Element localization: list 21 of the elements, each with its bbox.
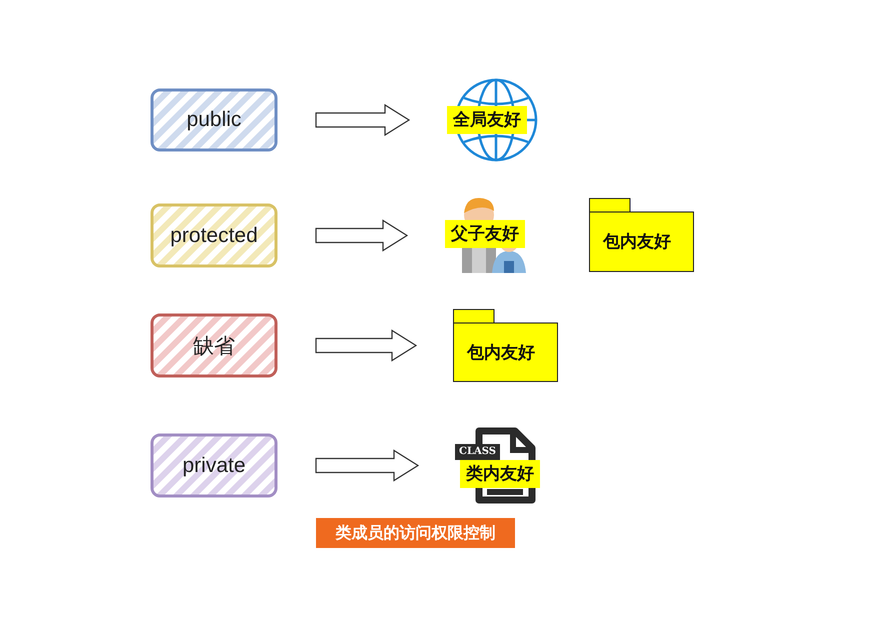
scope-label: 全局友好 [447, 106, 527, 134]
folder-shape [589, 198, 694, 272]
block-arrow [315, 329, 418, 362]
modifier-label: private [181, 454, 247, 478]
modifier-label: 缺省 [192, 334, 236, 360]
access-modifier-box [150, 313, 278, 378]
modifier-label: protected [169, 224, 259, 248]
scope-label: 包内友好 [467, 342, 535, 364]
block-arrow [315, 219, 408, 252]
folder-shape [453, 309, 558, 382]
block-arrow [315, 449, 420, 482]
scope-label: 父子友好 [445, 220, 525, 248]
modifier-label: public [186, 108, 242, 132]
access-modifier-box [150, 203, 278, 268]
caption: 类成员的访问权限控制 [316, 518, 515, 548]
access-modifier-box [150, 433, 278, 498]
access-modifier-box [150, 88, 278, 152]
scope-label: 包内友好 [603, 231, 671, 253]
scope-label: 类内友好 [460, 460, 540, 488]
file-type-label: CLASS [455, 444, 500, 460]
block-arrow [315, 104, 410, 136]
